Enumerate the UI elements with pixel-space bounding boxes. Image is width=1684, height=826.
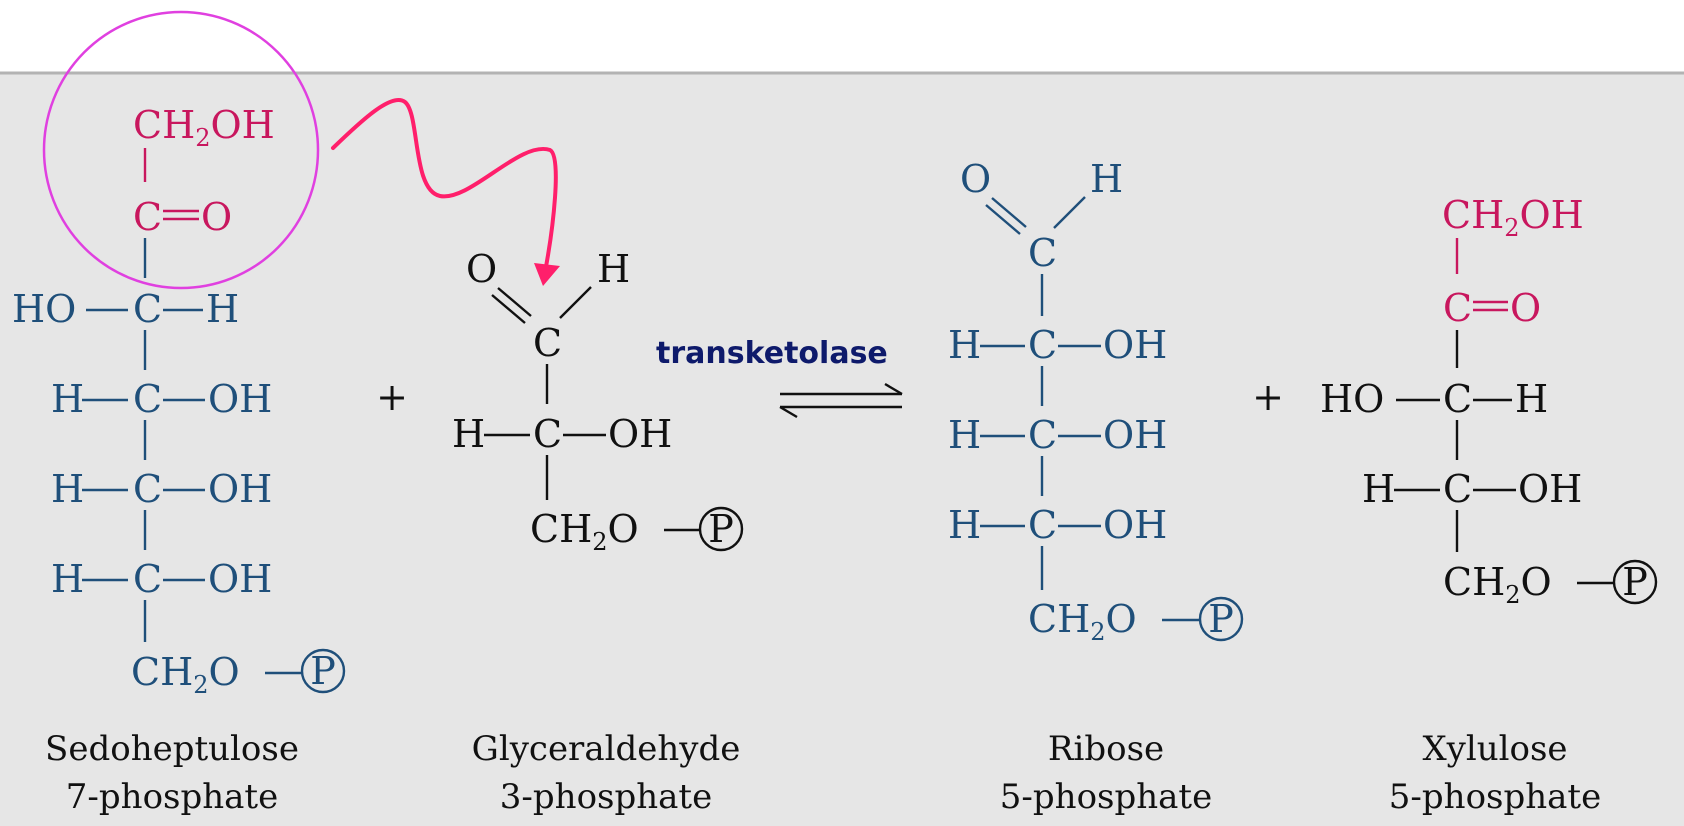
enzyme-label: transketolase xyxy=(656,336,888,371)
gap-oh2: OH xyxy=(608,412,672,456)
sedo-h3: H xyxy=(206,287,239,331)
r5p-h-aldehyde: H xyxy=(1090,157,1123,201)
sedo-c6: C xyxy=(133,557,162,601)
r5p-oh4: OH xyxy=(1103,503,1167,547)
r5p-c1: C xyxy=(1028,231,1057,275)
ribose-5-phosphate: O H C H C OH H C OH H C OH CH2O P Ribose… xyxy=(948,157,1244,817)
sedo-c2: C xyxy=(133,195,162,239)
gap-phosphate-circle xyxy=(698,506,744,552)
xu5p-ch2o: CH2O xyxy=(1443,560,1552,609)
sedo-oh4: OH xyxy=(208,377,272,421)
r5p-h3: H xyxy=(948,413,981,457)
sedo-oh5: OH xyxy=(208,467,272,511)
plus-sign-2: + xyxy=(1252,375,1284,419)
gap-double-bond-b xyxy=(491,294,526,324)
sedo-phosphate-circle xyxy=(300,648,346,694)
r5p-oh3: OH xyxy=(1103,413,1167,457)
r5p-c4: C xyxy=(1028,503,1057,547)
sedo-ch2oh: CH2OH xyxy=(133,103,275,152)
diagram-background xyxy=(0,72,1684,826)
sedo-oh6: OH xyxy=(208,557,272,601)
sedo-name-line1: Sedoheptulose xyxy=(45,729,299,769)
xu5p-ho: HO xyxy=(1320,377,1384,421)
gap-name-line1: Glyceraldehyde xyxy=(472,729,741,769)
sedo-ch2oh-group: CH2OH xyxy=(133,103,275,152)
gap-ch2o: CH2O xyxy=(530,507,639,556)
xu5p-c3: C xyxy=(1443,377,1472,421)
r5p-name-line1: Ribose xyxy=(1048,729,1164,769)
gap-c2: C xyxy=(533,412,562,456)
sedo-phosphate-p: P xyxy=(310,649,336,693)
xu5p-ch2oh: CH2OH xyxy=(1442,193,1584,242)
r5p-double-bond-b xyxy=(985,204,1021,235)
r5p-double-bond-a xyxy=(991,197,1027,228)
r5p-phosphate-p: P xyxy=(1208,597,1234,641)
r5p-c2: C xyxy=(1028,323,1057,367)
sedo-c5: C xyxy=(133,467,162,511)
sedo-name-line2: 7-phosphate xyxy=(66,777,278,817)
gap-h2: H xyxy=(452,412,485,456)
sedo-c4: C xyxy=(133,377,162,421)
r5p-ch2o: CH2O xyxy=(1028,597,1137,646)
r5p-name-line2: 5-phosphate xyxy=(1000,777,1212,817)
equilibrium-arrows-icon xyxy=(779,382,903,419)
xylulose-5-phosphate: CH2OH C O HO C H H C OH CH2O P Xylulose … xyxy=(1320,193,1658,817)
xu5p-name-line1: Xylulose xyxy=(1422,729,1567,769)
xu5p-c4: C xyxy=(1443,467,1472,511)
sedo-c3: C xyxy=(133,287,162,331)
gap-h-aldehyde: H xyxy=(597,247,630,291)
xu5p-c2: C xyxy=(1443,286,1472,330)
gap-bond-h xyxy=(559,286,592,319)
xu5p-o: O xyxy=(1510,286,1541,330)
squiggle-arrow-icon xyxy=(331,98,560,286)
highlight-ellipse-icon xyxy=(42,10,320,290)
sedoheptulose-7-phosphate: CH2OH C O HO C H H C OH H C OH H C OH CH… xyxy=(12,103,346,817)
xu5p-name-line2: 5-phosphate xyxy=(1389,777,1601,817)
xu5p-phosphate-p: P xyxy=(1622,560,1648,604)
gap-name-line2: 3-phosphate xyxy=(500,777,712,817)
r5p-o: O xyxy=(960,157,991,201)
plus-sign-1: + xyxy=(376,375,408,419)
xu5p-phosphate-circle xyxy=(1612,559,1658,605)
gap-c1: C xyxy=(533,321,562,365)
xu5p-h3: H xyxy=(1515,377,1548,421)
r5p-h2: H xyxy=(948,323,981,367)
r5p-h4: H xyxy=(948,503,981,547)
r5p-bond-h xyxy=(1053,196,1086,229)
r5p-c3: C xyxy=(1028,413,1057,457)
xu5p-oh4: OH xyxy=(1518,467,1582,511)
sedo-h4: H xyxy=(51,377,84,421)
gap-phosphate-p: P xyxy=(708,507,734,551)
top-band xyxy=(0,0,1684,72)
glyceraldehyde-3-phosphate: O H C H C OH CH2O P Glyceraldehyde 3-pho… xyxy=(452,247,744,817)
sedo-ch2o: CH2O xyxy=(131,650,240,699)
gap-o: O xyxy=(466,247,497,291)
sedo-h5: H xyxy=(51,467,84,511)
sedo-o: O xyxy=(201,195,232,239)
r5p-oh2: OH xyxy=(1103,323,1167,367)
gap-double-bond-a xyxy=(497,287,532,317)
r5p-phosphate-circle xyxy=(1198,596,1244,642)
sedo-ho: HO xyxy=(12,287,76,331)
sedo-h6: H xyxy=(51,557,84,601)
xu5p-h4: H xyxy=(1362,467,1395,511)
